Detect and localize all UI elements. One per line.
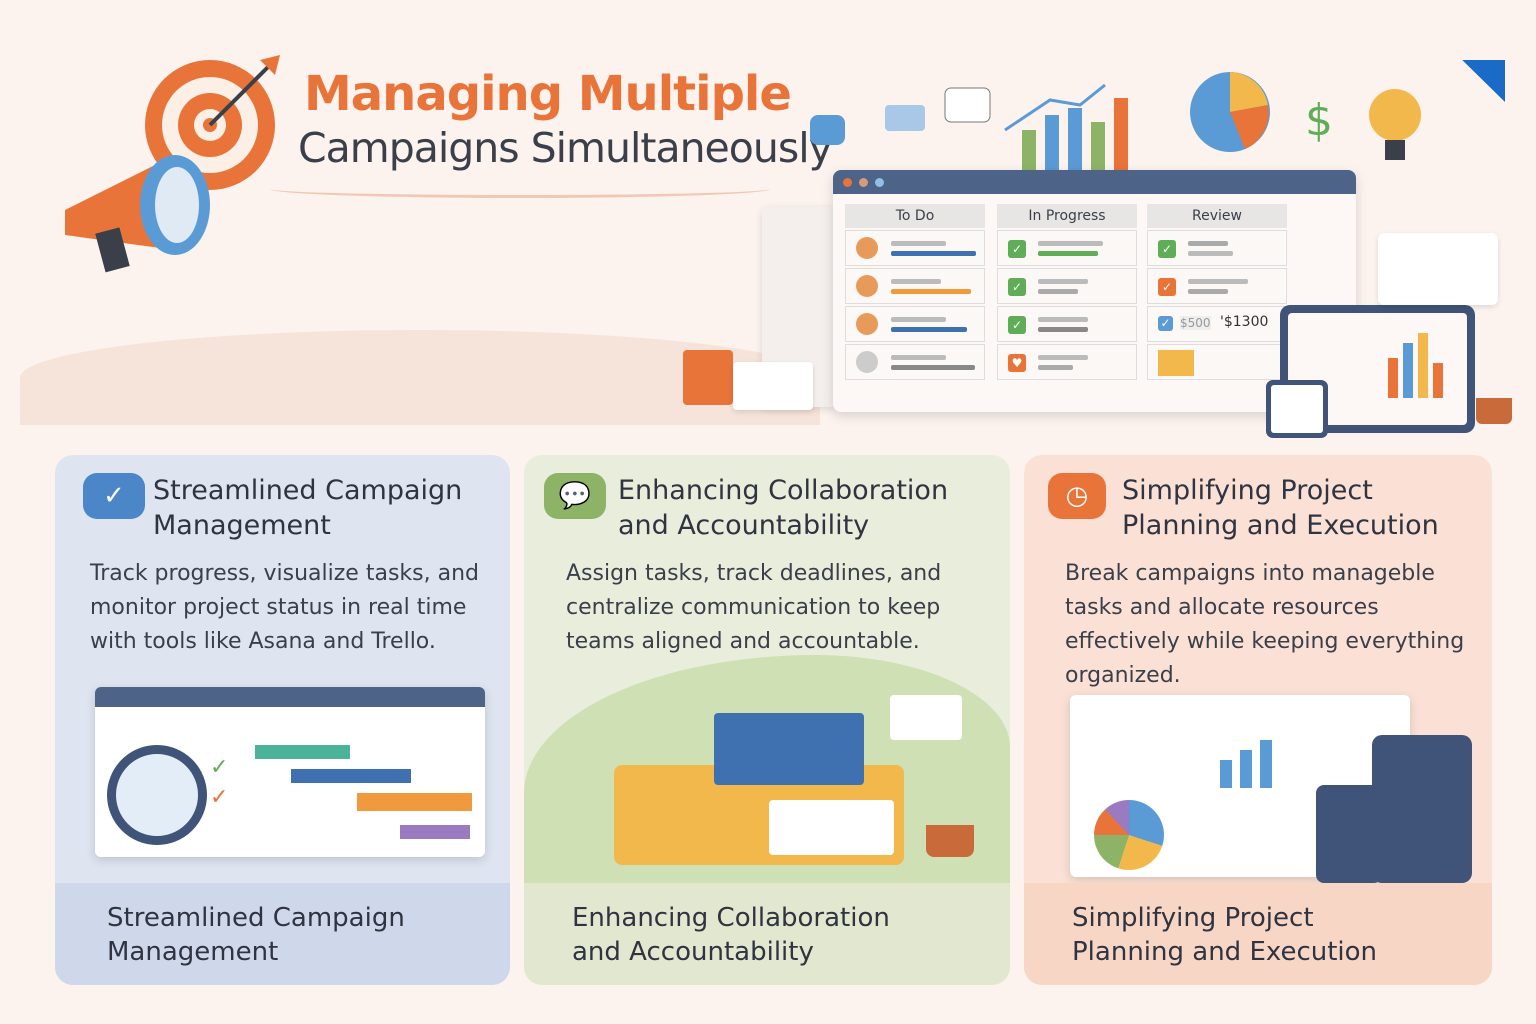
phone-illustration [1266,380,1328,438]
document-icon [733,362,813,410]
checkbox-icon: ✓ [1008,278,1026,296]
megaphone-icon [65,155,210,273]
kanban-column-review: Review ✓ ✓ ✓ $500 '$1300 [1147,204,1287,380]
folder-icon [683,350,733,405]
card-title: Enhancing Collaboration and Accountabili… [618,475,949,541]
target-megaphone-illustration [65,55,280,273]
title-underline [270,180,770,198]
card-footer: Streamlined Campaign Management [55,883,510,985]
card-title: Streamlined Campaign Management [153,475,463,541]
card-body: Assign tasks, track deadlines, and centr… [566,561,942,654]
top-icons-illustration: $ [810,60,1505,170]
card-campaign-management: ✓ Streamlined Campaign Management Track … [55,455,510,985]
checkbox-icon: ✓ [1008,240,1026,258]
checkbox-icon: ✓ [1158,278,1176,296]
amount-old: $500 [1180,316,1211,330]
phone-illustration [1372,735,1472,883]
kanban-column-todo: To Do [845,204,985,380]
task-card[interactable] [845,344,985,380]
task-card[interactable]: ✓ [1147,230,1287,266]
chat-icon [810,115,845,145]
plant-pot-icon [926,825,974,857]
check-icon: ✓ [210,755,229,780]
column-header: Review [1147,204,1287,228]
pie-chart-icon [1190,72,1270,152]
task-card[interactable] [1147,344,1287,380]
heart-icon: ♥ [1008,354,1026,372]
checkbox-icon: ✓ [1158,316,1173,331]
speech-bubble-icon [944,87,991,123]
folder-icon [1158,350,1194,376]
card-footer-label: Streamlined Campaign Management [107,903,405,967]
kanban-board: To Do In Progress ✓ ✓ ✓ ♥ Review ✓ ✓ ✓ $… [833,170,1356,412]
checkbox-icon: ✓ [1008,316,1026,334]
document-icon [769,800,894,855]
card-collaboration: 💬 Enhancing Collaboration and Accountabi… [524,455,1010,985]
mini-report [1378,233,1498,305]
column-header: In Progress [997,204,1137,228]
card-footer-label: Simplifying Project Planning and Executi… [1072,903,1378,967]
checkbox-icon: ✓ [1158,240,1176,258]
check-icon: ✓ [210,785,229,810]
checkmark-icon: ✓ [83,473,145,519]
corner-logo [1462,60,1505,102]
card-footer: Enhancing Collaboration and Accountabili… [524,883,1010,985]
kanban-column-in-progress: In Progress ✓ ✓ ✓ ♥ [997,204,1137,380]
task-card[interactable]: ♥ [997,344,1137,380]
dollar-icon: $ [1305,95,1333,146]
kanban-titlebar [833,170,1356,194]
task-card[interactable]: ✓ [997,306,1137,342]
task-card[interactable]: ✓ [997,230,1137,266]
card-title: Simplifying Project Planning and Executi… [1122,475,1439,541]
task-card[interactable]: ✓ [997,268,1137,304]
card-body: Break campaigns into manageble tasks and… [1065,561,1465,688]
amount-new: '$1300 [1220,314,1269,330]
clock-icon: ◷ [1048,473,1106,519]
task-card[interactable] [845,306,985,342]
video-player-icon [714,713,864,785]
card-footer: Simplifying Project Planning and Executi… [1024,883,1492,985]
chat-bubble-icon: 💬 [544,473,606,519]
task-card[interactable]: ✓ $500 '$1300 [1147,306,1287,342]
lightbulb-icon [1369,89,1421,160]
task-card[interactable]: ✓ [1147,268,1287,304]
page-title-line1: Managing Multiple [304,66,792,122]
page-title-line2: Campaigns Simultaneously [298,124,833,172]
card-body: Track progress, visualize tasks, and mon… [90,561,479,654]
card-footer-label: Enhancing Collaboration and Accountabili… [572,903,890,967]
column-header: To Do [845,204,985,228]
task-card[interactable] [845,230,985,266]
camera-icon [885,105,925,131]
speech-bubble-icon [890,695,962,740]
plant-pot-icon [1476,398,1512,424]
task-card[interactable] [845,268,985,304]
phone-illustration [1316,785,1382,883]
pie-chart-icon [1094,800,1164,870]
card-project-planning: ◷ Simplifying Project Planning and Execu… [1024,455,1492,985]
magnifier-icon [107,745,207,845]
